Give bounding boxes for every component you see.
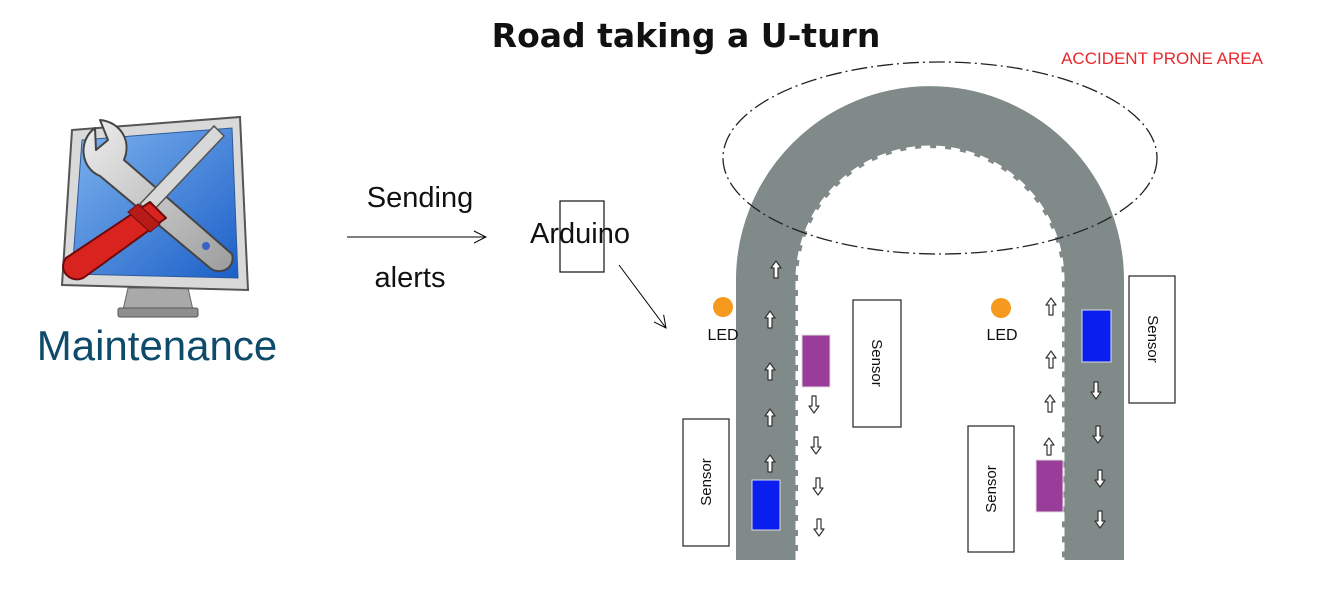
- car-blue-left: [751, 479, 781, 531]
- sensor-right-outer: Sensor: [1128, 275, 1176, 404]
- alert-label-line1: Sending: [367, 182, 473, 214]
- diagram-title: Road taking a U-turn: [492, 16, 881, 55]
- led-right-icon: [991, 298, 1011, 318]
- car-purple-right: [1035, 459, 1064, 513]
- led-left: LED: [707, 297, 739, 344]
- sensor-inner-left-label: Sensor: [868, 339, 885, 387]
- sensor-inner-left: Sensor: [852, 299, 902, 428]
- car-purple-left: [801, 334, 831, 388]
- accident-zone-ellipse: [722, 61, 1158, 255]
- maintenance-tools-icon: [60, 115, 250, 318]
- led-right: LED: [986, 298, 1018, 344]
- led-right-label: LED: [986, 327, 1017, 344]
- arduino-label: Arduino: [530, 218, 630, 250]
- sensor-left-bottom: Sensor: [682, 418, 730, 547]
- arduino-box: [559, 200, 605, 273]
- u-turn-road: [736, 86, 1124, 560]
- road-to-arduino-arrow: [618, 264, 666, 328]
- alert-label-line2: alerts: [375, 262, 446, 294]
- sensor-right-outer-label: Sensor: [1144, 315, 1161, 363]
- sensor-left-bottom-label: Sensor: [698, 458, 715, 506]
- arduino-node: Arduino: [530, 200, 630, 273]
- accident-prone-label: ACCIDENT PRONE AREA: [1061, 49, 1264, 68]
- led-left-icon: [713, 297, 733, 317]
- led-left-label: LED: [707, 327, 738, 344]
- car-blue-right: [1081, 309, 1112, 363]
- road-center-line: [795, 145, 1065, 560]
- sensor-inner-right: Sensor: [967, 425, 1015, 553]
- road-surface: [736, 86, 1124, 560]
- maintenance-label: Maintenance: [37, 322, 278, 369]
- sensor-inner-right-label: Sensor: [983, 465, 1000, 513]
